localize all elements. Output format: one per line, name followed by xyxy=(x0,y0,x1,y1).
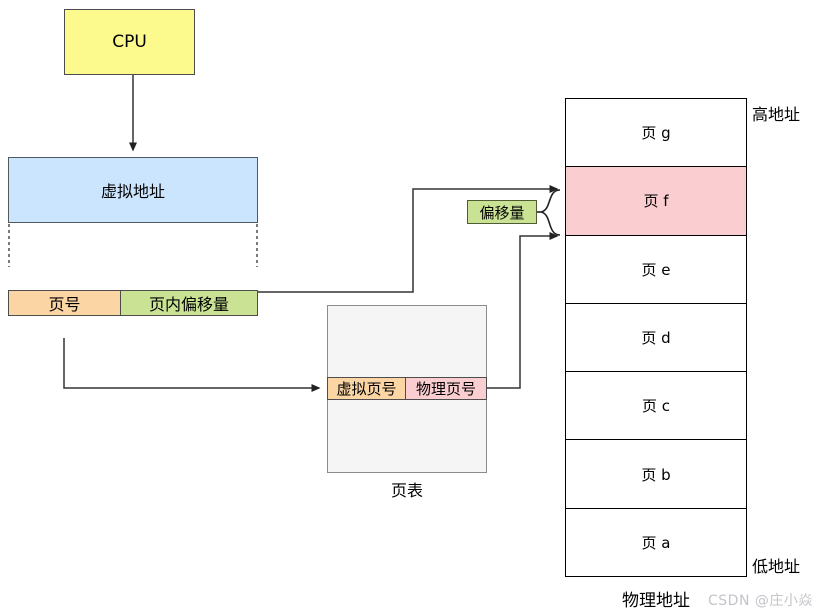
memory-page-row: 页 a xyxy=(566,508,746,576)
arrow-page-number-to-page-table xyxy=(63,338,321,392)
memory-page-row: 页 g xyxy=(566,99,746,168)
page-offset-node: 页内偏移量 xyxy=(121,290,258,316)
page-offset-label: 页内偏移量 xyxy=(148,295,229,314)
physical-address-caption: 物理地址 xyxy=(622,591,690,611)
page-number-label: 页号 xyxy=(48,295,81,314)
memory-page-row-highlighted: 页 f xyxy=(566,167,746,236)
memory-page-row: 页 c xyxy=(566,372,746,441)
offset-callout-node: 偏移量 xyxy=(467,200,537,224)
memory-page-label: 页 c xyxy=(641,397,670,416)
memory-page-label: 页 b xyxy=(641,465,671,484)
virtual-address-label: 虚拟地址 xyxy=(100,182,165,201)
memory-page-row: 页 e xyxy=(566,235,746,304)
virtual-address-split-node: 页号 页内偏移量 xyxy=(8,268,258,338)
low-address-label: 低地址 xyxy=(752,557,801,576)
memory-page-row: 页 d xyxy=(566,303,746,373)
memory-page-row: 页 b xyxy=(566,440,746,509)
arrow-physical-page-to-memory xyxy=(487,232,559,389)
high-address-label: 高地址 xyxy=(752,105,801,124)
page-table-entry-row: 虚拟页号 物理页号 xyxy=(327,368,487,408)
memory-page-label: 页 d xyxy=(641,328,671,347)
cpu-node: CPU xyxy=(64,9,195,75)
memory-page-label: 页 e xyxy=(641,260,671,279)
virtual-address-node: 虚拟地址 xyxy=(8,157,258,223)
page-table-caption: 页表 xyxy=(390,481,423,500)
virtual-page-number-cell: 虚拟页号 xyxy=(327,376,406,400)
offset-brace xyxy=(540,189,561,236)
physical-page-number-cell: 物理页号 xyxy=(406,376,487,400)
page-number-node: 页号 xyxy=(8,290,121,316)
memory-page-label: 页 f xyxy=(643,192,669,211)
memory-page-label: 页 g xyxy=(641,124,671,143)
watermark: CSDN @庄小焱 xyxy=(708,593,813,609)
memory-page-label: 页 a xyxy=(641,533,671,552)
offset-callout-label: 偏移量 xyxy=(479,203,525,222)
physical-page-number-label: 物理页号 xyxy=(415,379,476,398)
virtual-page-number-label: 虚拟页号 xyxy=(336,379,397,398)
physical-memory-column: 页 g 页 f 页 e 页 d 页 c 页 b 页 a xyxy=(565,98,747,577)
cpu-label: CPU xyxy=(112,32,147,52)
